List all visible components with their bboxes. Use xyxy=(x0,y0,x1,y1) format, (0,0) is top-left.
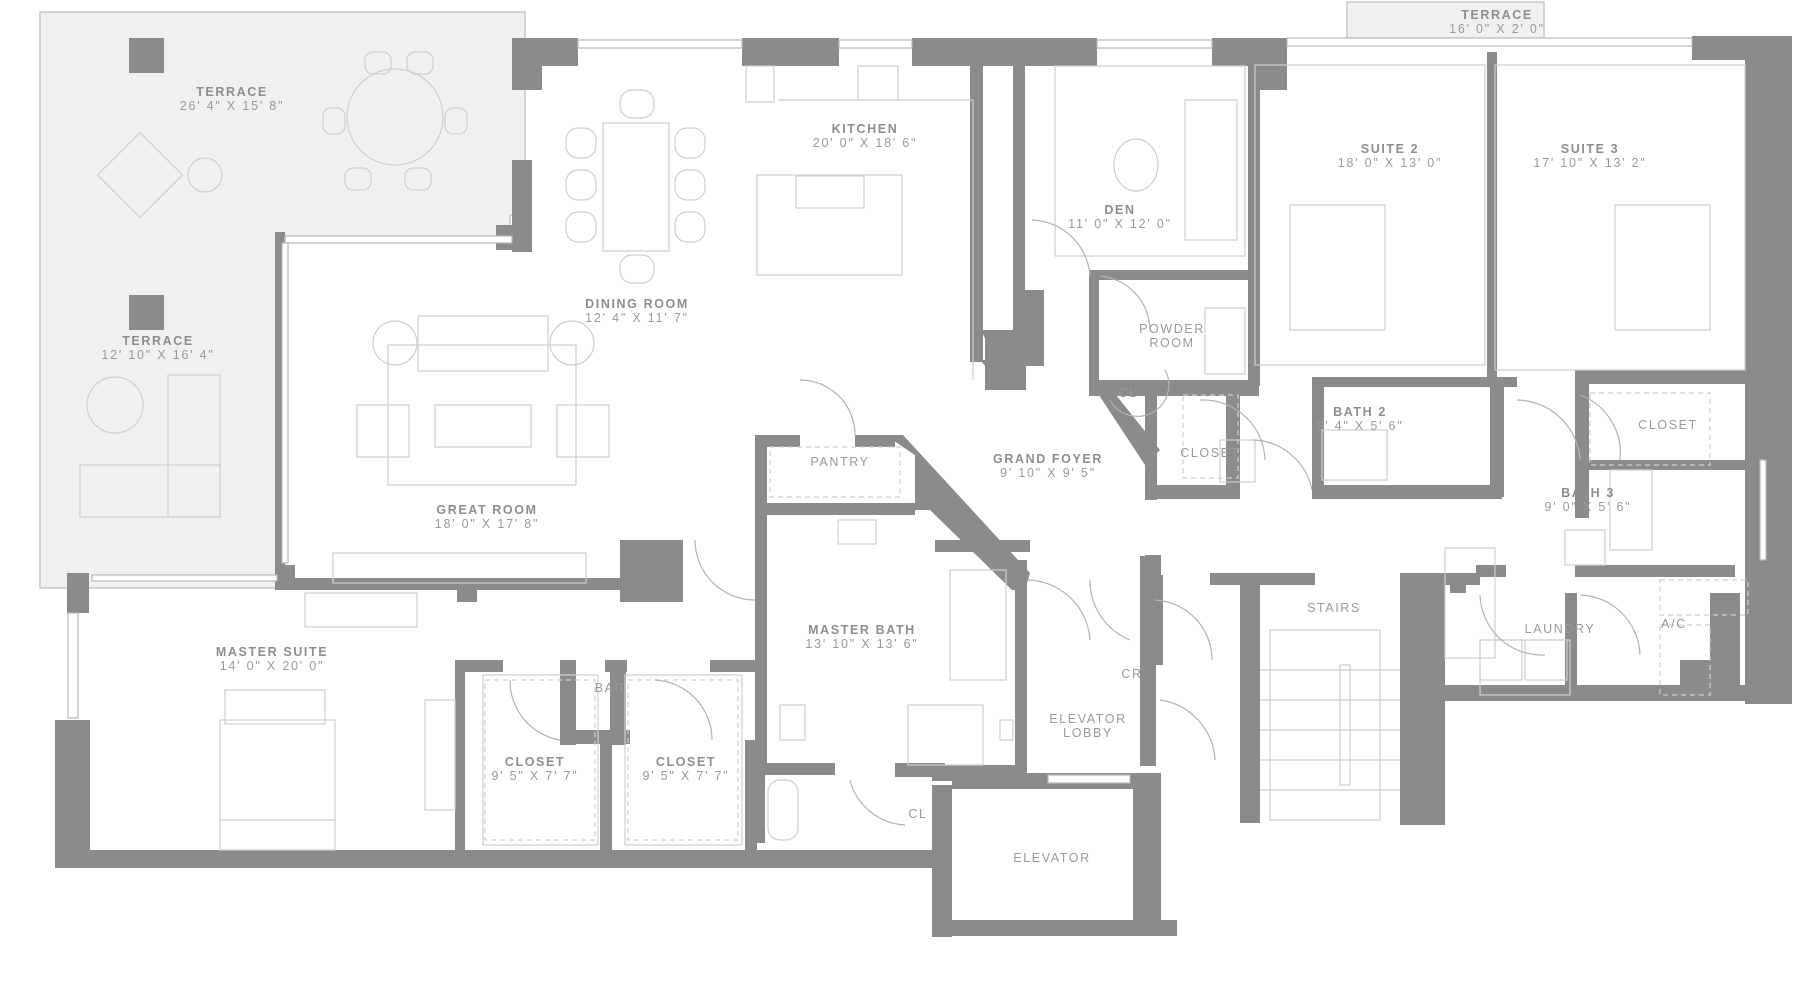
room-dims: 9' 4" X 5' 6" xyxy=(1316,419,1404,434)
room-name: KITCHEN xyxy=(831,122,899,136)
room-name: GRAND FOYER xyxy=(993,452,1103,466)
room-label-elevator-lobby: ELEVATOR LOBBY xyxy=(1049,712,1126,741)
room-label-elevator: ELEVATOR xyxy=(1013,851,1090,865)
room-dims: 9' 0" X 5' 6" xyxy=(1544,500,1632,515)
room-dims: 17' 10" X 13' 2" xyxy=(1533,156,1647,171)
room-label-den: DEN 11' 0" X 12' 0" xyxy=(1068,203,1172,232)
room-dims: 14' 0" X 20' 0" xyxy=(219,659,325,674)
room-name: DEN xyxy=(1104,203,1136,217)
room-name: CLOSET xyxy=(1180,446,1240,460)
room-name: MASTER BATH xyxy=(808,623,916,637)
room-dims: 13' 10" X 13' 6" xyxy=(805,637,919,652)
room-name: A/C xyxy=(1661,617,1687,631)
room-label-terrace-lower: TERRACE 12' 10" X 16' 4" xyxy=(101,334,214,363)
room-label-closet-master-1: CLOSET 9' 5" X 7' 7" xyxy=(491,755,578,784)
room-name: ELEVATOR xyxy=(1013,851,1091,865)
room-name: TERRACE xyxy=(196,85,268,99)
room-name: GREAT ROOM xyxy=(436,503,538,517)
room-label-closet-master-2: CLOSET 9' 5" X 7' 7" xyxy=(642,755,729,784)
room-name: CL xyxy=(1118,386,1138,400)
room-label-cl-master-bath: CL xyxy=(908,807,927,821)
room-dims: 18' 0" X 17' 8" xyxy=(434,517,540,532)
room-name: DINING ROOM xyxy=(585,297,689,311)
room-name: BATH 2 xyxy=(1333,405,1387,419)
room-dims: 9' 10" X 9' 5" xyxy=(1000,466,1096,481)
room-label-suite-3: SUITE 3 17' 10" X 13' 2" xyxy=(1533,142,1646,171)
room-label-closet-foyer: CLOSET xyxy=(1180,446,1240,460)
room-label-grand-foyer: GRAND FOYER 9' 10" X 9' 5" xyxy=(993,452,1103,481)
room-label-bath-2: BATH 2 9' 4" X 5' 6" xyxy=(1316,405,1403,434)
room-label-bath-3: BATH 3 9' 0" X 5' 6" xyxy=(1544,486,1631,515)
room-name: TERRACE xyxy=(122,334,194,348)
room-name-line1: ELEVATOR xyxy=(1049,712,1127,726)
room-label-master-bath: MASTER BATH 13' 10" X 13' 6" xyxy=(805,623,918,652)
room-label-stairs: STAIRS xyxy=(1307,601,1361,615)
room-name: CLOSET xyxy=(655,755,717,769)
room-dims: 26' 4" X 15' 8" xyxy=(179,99,285,114)
room-name: CL xyxy=(908,807,928,821)
room-name: CLOSET xyxy=(1638,418,1698,432)
room-label-closet-suite3: CLOSET xyxy=(1638,418,1698,432)
terrace-column xyxy=(129,38,164,73)
room-dims: 20' 0" X 18' 6" xyxy=(812,136,918,151)
room-name: BAR xyxy=(594,681,626,695)
terrace-furniture xyxy=(79,51,468,518)
room-name: SUITE 2 xyxy=(1360,142,1420,156)
door-swings xyxy=(509,219,1641,826)
room-dims: 11' 0" X 12' 0" xyxy=(1068,217,1172,232)
room-name: CLOSET xyxy=(504,755,566,769)
room-label-powder-room: POWDER ROOM xyxy=(1139,322,1205,351)
room-label-kitchen: KITCHEN 20' 0" X 18' 6" xyxy=(813,122,918,151)
room-label-bar: BAR xyxy=(595,681,626,695)
room-dims: 9' 5" X 7' 7" xyxy=(642,769,730,784)
room-name: LAUNDRY xyxy=(1524,622,1596,636)
room-name: TERRACE xyxy=(1461,8,1533,22)
room-label-pantry: PANTRY xyxy=(810,455,869,469)
room-dims: 16' 0" X 2' 0" xyxy=(1449,22,1545,37)
room-label-suite-2: SUITE 2 18' 0" X 13' 0" xyxy=(1338,142,1443,171)
room-label-terrace-main: TERRACE 26' 4" X 15' 8" xyxy=(180,85,285,114)
room-dims: 18' 0" X 13' 0" xyxy=(1337,156,1443,171)
windows xyxy=(67,37,1767,784)
room-name-line1: POWDER xyxy=(1139,322,1205,336)
room-name: PANTRY xyxy=(810,455,870,469)
room-name: SUITE 3 xyxy=(1560,142,1620,156)
room-dims: 12' 4" X 11' 7" xyxy=(585,311,689,326)
room-name: BATH 3 xyxy=(1561,486,1615,500)
room-name-line2: LOBBY xyxy=(1063,726,1113,741)
room-label-great-room: GREAT ROOM 18' 0" X 17' 8" xyxy=(435,503,540,532)
room-name: STAIRS xyxy=(1307,601,1361,615)
room-name: CR xyxy=(1121,667,1143,681)
room-label-ac: A/C xyxy=(1661,617,1687,631)
terrace-column xyxy=(129,295,164,330)
room-label-cl-powder: CL xyxy=(1118,386,1137,400)
room-name: MASTER SUITE xyxy=(215,645,329,659)
room-label-terrace-suites: TERRACE 16' 0" X 2' 0" xyxy=(1449,8,1545,37)
room-name-line2: ROOM xyxy=(1149,336,1195,351)
room-label-cr: CR xyxy=(1121,667,1142,681)
room-label-laundry: LAUNDRY xyxy=(1525,622,1596,636)
terrace-suites-area xyxy=(1346,1,1545,43)
terrace-areas xyxy=(39,1,1545,589)
room-label-master-suite: MASTER SUITE 14' 0" X 20' 0" xyxy=(216,645,328,674)
room-label-dining-room: DINING ROOM 12' 4" X 11' 7" xyxy=(585,297,689,326)
room-dims: 12' 10" X 16' 4" xyxy=(101,348,215,363)
walls xyxy=(55,36,1792,937)
room-dims: 9' 5" X 7' 7" xyxy=(491,769,579,784)
fixtures xyxy=(219,64,1749,851)
